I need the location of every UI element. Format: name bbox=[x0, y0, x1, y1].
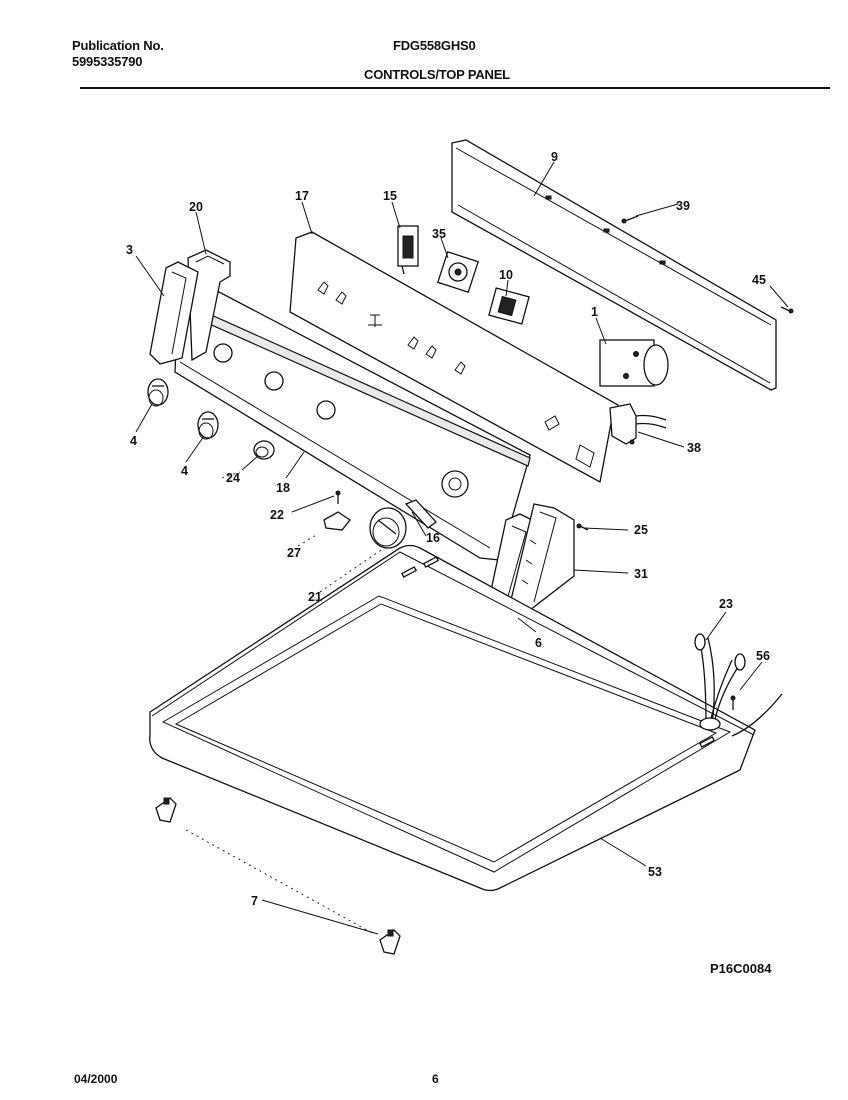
callout-24: 24 bbox=[226, 471, 240, 485]
callout-31: 31 bbox=[634, 567, 648, 581]
page-number: 6 bbox=[432, 1072, 439, 1086]
callout-27: 27 bbox=[287, 546, 301, 560]
callout-18: 18 bbox=[276, 481, 290, 495]
part-31-end-bracket bbox=[509, 503, 575, 611]
callout-56: 56 bbox=[756, 649, 770, 663]
callout-10: 10 bbox=[499, 268, 513, 282]
part-27-clip bbox=[323, 511, 351, 531]
part-10-switch bbox=[488, 287, 530, 325]
part-16-part bbox=[404, 499, 437, 529]
callout-53: 53 bbox=[648, 865, 662, 879]
callout-6: 6 bbox=[535, 636, 542, 650]
callout-35: 35 bbox=[432, 227, 446, 241]
callout-23: 23 bbox=[719, 597, 733, 611]
part-4-knob-lower bbox=[197, 411, 219, 440]
callout-20: 20 bbox=[189, 200, 203, 214]
part-39-screw bbox=[621, 215, 639, 224]
callout-1: 1 bbox=[591, 305, 598, 319]
part-21-timer-knob bbox=[369, 507, 407, 549]
part-24-push-button bbox=[253, 440, 275, 460]
callout-16: 16 bbox=[426, 531, 440, 545]
header-rule bbox=[80, 87, 830, 89]
callout-7: 7 bbox=[251, 894, 258, 908]
part-53-top-panel bbox=[149, 544, 756, 892]
callout-4-upper: 4 bbox=[130, 434, 137, 448]
callout-45: 45 bbox=[752, 273, 766, 287]
drawing-id: P16C0084 bbox=[710, 961, 772, 976]
part-17-control-bracket bbox=[289, 231, 619, 484]
part-4-knob-upper bbox=[147, 378, 169, 407]
part-3-end-cap-left bbox=[149, 261, 199, 365]
callout-22: 22 bbox=[270, 508, 284, 522]
part-7-clip-upper bbox=[155, 797, 177, 823]
part-20-end-bracket bbox=[187, 249, 231, 362]
callouts: 9 39 45 15 35 10 1 17 20 3 4 4 24 18 22 … bbox=[126, 150, 770, 908]
publication-label: Publication No. bbox=[72, 38, 164, 53]
callout-9: 9 bbox=[551, 150, 558, 164]
callout-21: 21 bbox=[308, 590, 322, 604]
callout-15: 15 bbox=[383, 189, 397, 203]
publication-number: 5995335790 bbox=[72, 54, 143, 69]
part-9-rear-panel bbox=[451, 139, 777, 391]
part-7-clip-lower bbox=[379, 929, 401, 955]
footer-date: 04/2000 bbox=[74, 1072, 118, 1086]
part-25-screw bbox=[576, 523, 589, 531]
section-title: CONTROLS/TOP PANEL bbox=[364, 67, 510, 82]
part-15-switch bbox=[397, 225, 419, 275]
callout-17: 17 bbox=[295, 189, 309, 203]
callout-3: 3 bbox=[126, 243, 133, 257]
part-1-module bbox=[599, 339, 669, 387]
part-22-screw bbox=[335, 490, 341, 504]
part-56-screw bbox=[730, 695, 736, 710]
callout-25: 25 bbox=[634, 523, 648, 537]
part-38-bracket bbox=[609, 403, 667, 445]
part-35-timer bbox=[437, 251, 479, 293]
part-45-screw bbox=[780, 306, 794, 314]
callout-39: 39 bbox=[676, 199, 690, 213]
part-23-wire-harness bbox=[694, 633, 783, 737]
leader-lines bbox=[135, 161, 789, 935]
model-number: FDG558GHS0 bbox=[393, 38, 476, 53]
callout-4-lower: 4 bbox=[181, 464, 188, 478]
callout-38: 38 bbox=[687, 441, 701, 455]
